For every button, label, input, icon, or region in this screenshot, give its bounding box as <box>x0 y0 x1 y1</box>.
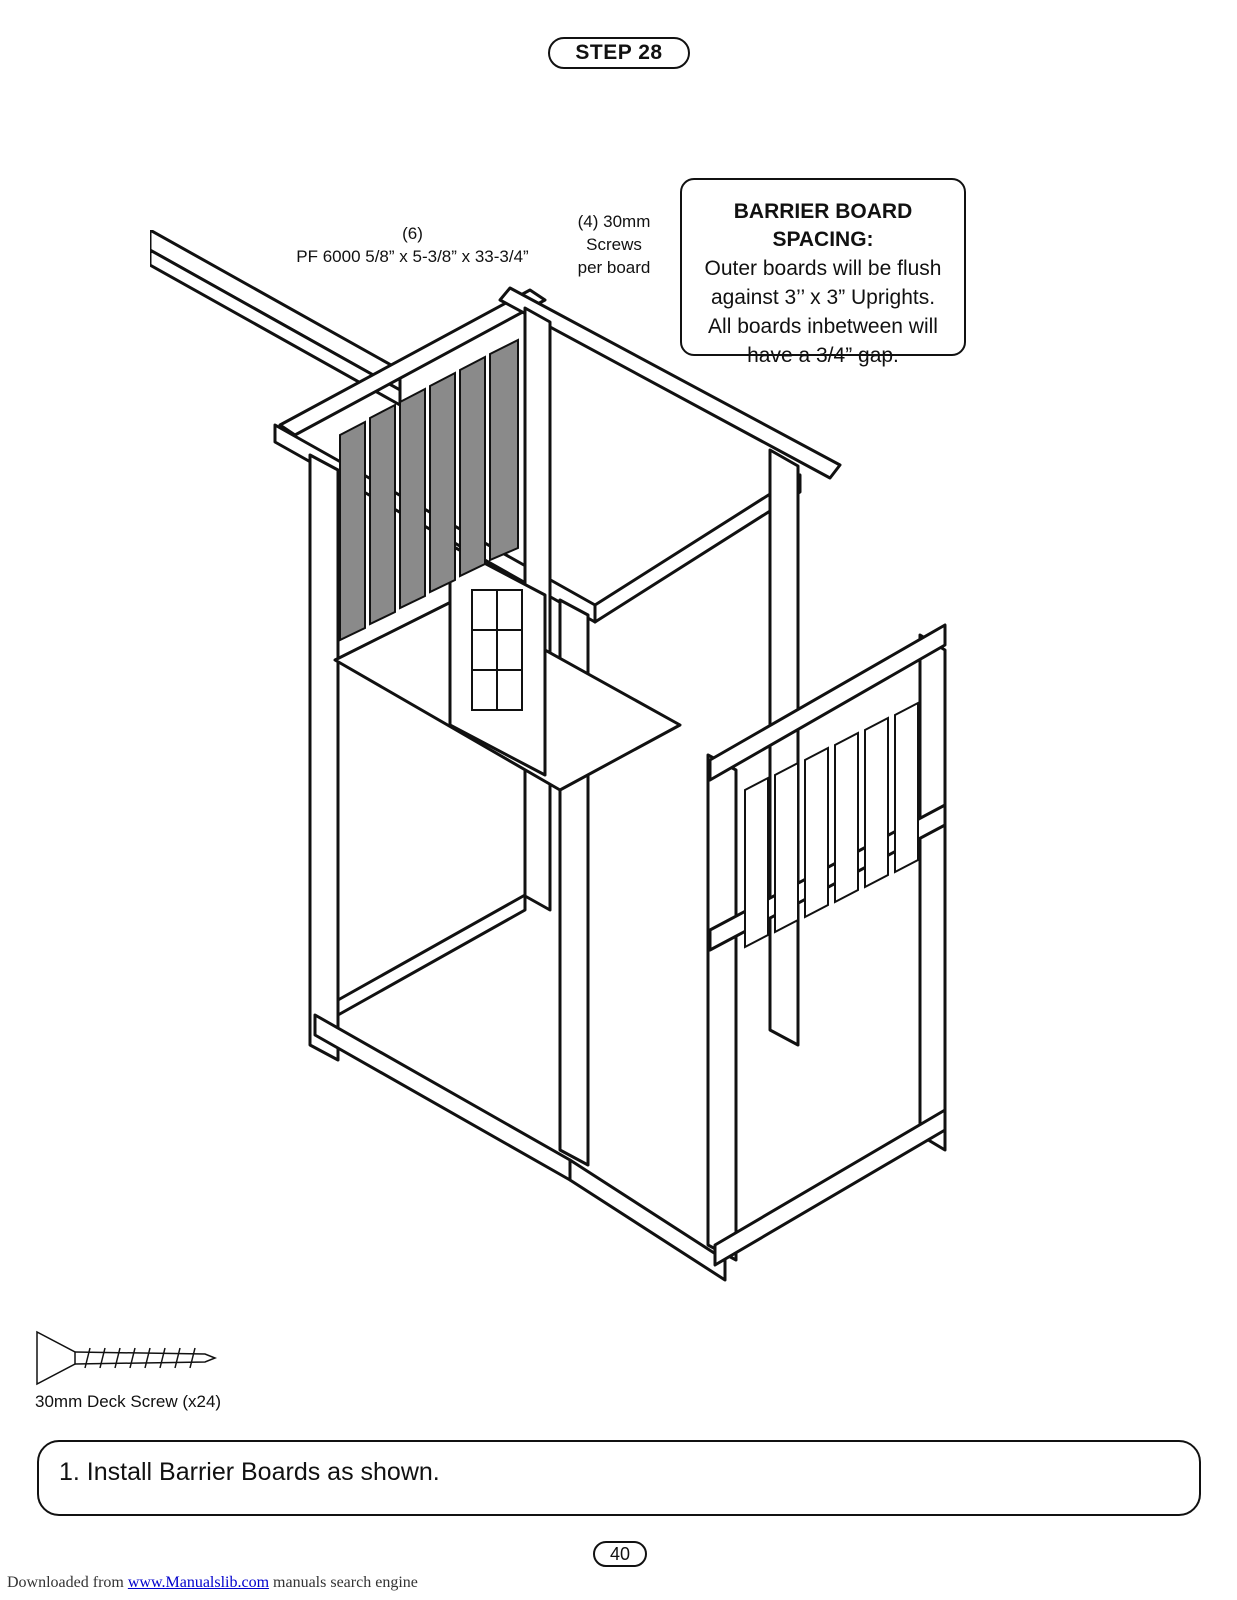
footer-suffix: manuals search engine <box>269 1574 418 1591</box>
instruction-step-1: 1. Install Barrier Boards as shown. <box>59 1458 440 1486</box>
screws-label-line1: (4) 30mm <box>577 212 651 231</box>
spacing-callout: BARRIER BOARD SPACING: Outer boards will… <box>680 178 966 367</box>
top-right-beam <box>498 286 842 480</box>
step-label: STEP 28 <box>548 37 690 69</box>
boards-spec: PF 6000 5/8” x 5-3/8” x 33-3/4” <box>296 247 529 266</box>
callout-line-3: All boards inbetween will <box>708 315 938 338</box>
callout-line-2: against 3’’ x 3” Uprights. <box>710 286 936 309</box>
deck-screw-icon <box>36 1330 218 1386</box>
barrier-board-1 <box>339 420 366 642</box>
callout-line-1: Outer boards will be flush <box>704 257 942 280</box>
footer: Downloaded from www.Manualslib.com manua… <box>7 1574 418 1592</box>
screws-label-line2: Screws <box>586 235 642 254</box>
screw-caption: 30mm Deck Screw (x24) <box>35 1392 222 1411</box>
page-number: 40 <box>593 1541 647 1567</box>
right-front-post <box>706 753 738 1262</box>
right-back-post <box>768 448 800 1047</box>
bottom-front-left-beam <box>313 1013 572 1182</box>
bottom-left-beam <box>336 893 527 1017</box>
right-railing-top <box>708 623 947 782</box>
far-right-post <box>918 633 947 1152</box>
screws-label: (4) 30mm Screws per board <box>565 210 663 279</box>
top-back-beam <box>278 288 547 437</box>
swing-beam <box>150 230 402 392</box>
instruction-box: 1. Install Barrier Boards as shown. <box>37 1440 1201 1516</box>
footer-prefix: Downloaded from <box>7 1574 128 1591</box>
boards-qty: (6) <box>402 224 423 243</box>
callout-line-4: have a 3/4” gap. <box>747 344 899 367</box>
boards-label: (6) PF 6000 5/8” x 5-3/8” x 33-3/4” <box>290 222 535 268</box>
screws-label-line3: per board <box>577 258 651 277</box>
playset-assembly-drawing <box>150 230 947 1282</box>
left-front-post <box>308 453 340 1062</box>
callout-title: BARRIER BOARD SPACING: <box>733 200 913 251</box>
manualslib-link[interactable]: www.Manualslib.com <box>127 1574 270 1591</box>
bottom-front-right-beam <box>713 1108 947 1267</box>
